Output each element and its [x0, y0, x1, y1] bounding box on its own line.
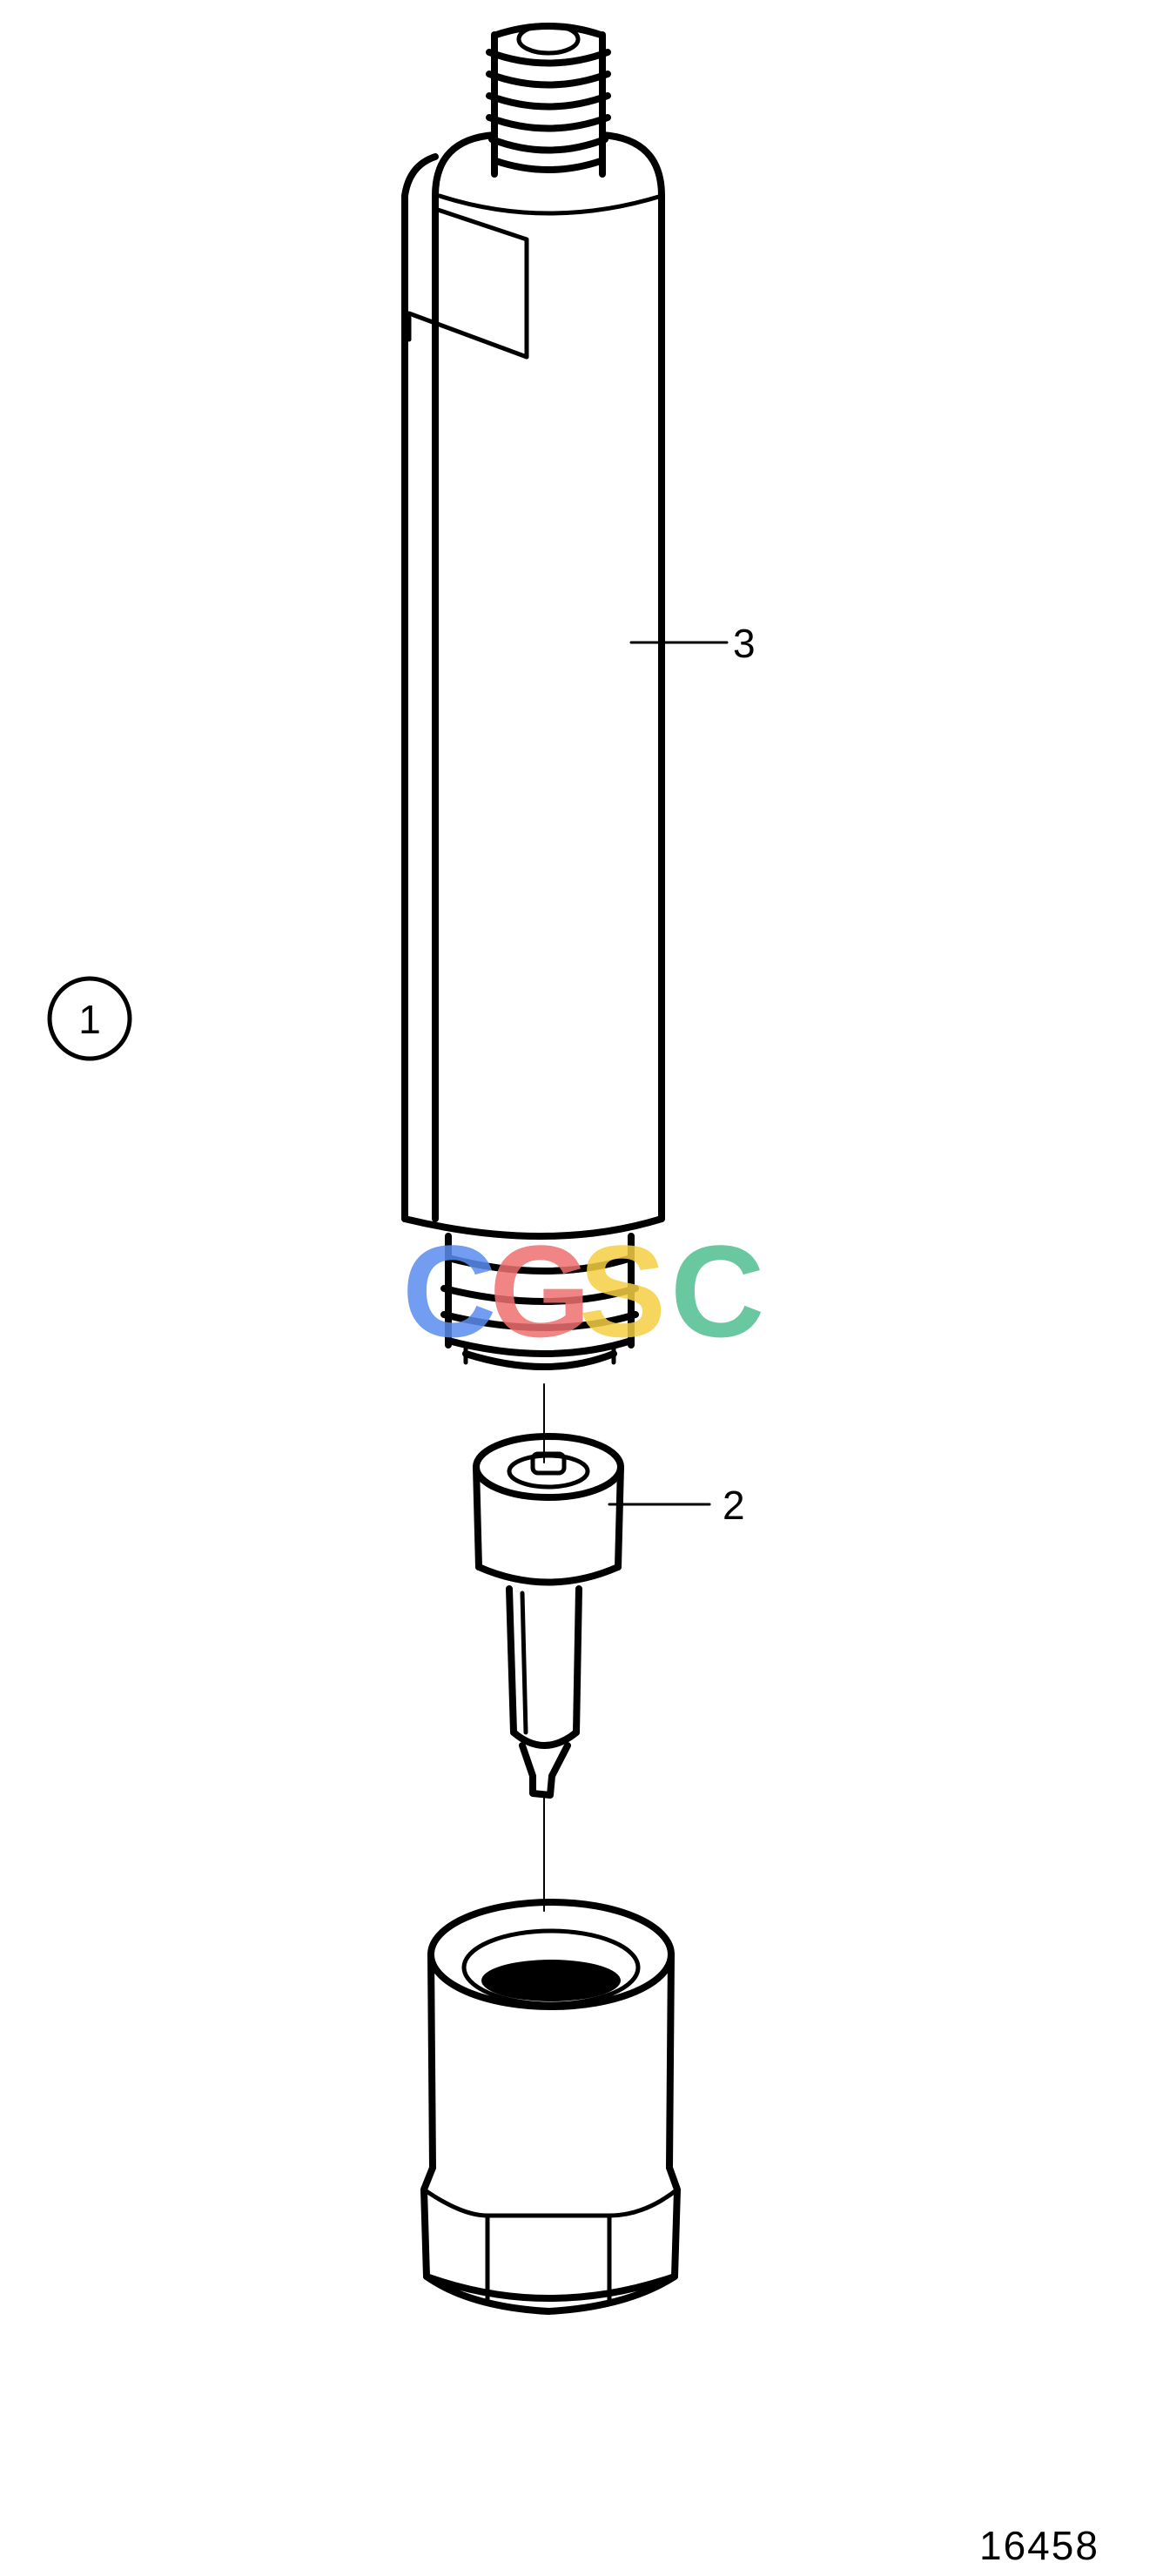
callout-3-label: 3 [733, 621, 756, 666]
watermark-letter: C [670, 1218, 764, 1364]
group-callout: 1 [47, 976, 132, 1061]
nozzle-nut [420, 1899, 681, 2315]
watermark-letter: G [489, 1218, 591, 1364]
catalog-number: 16458 [979, 2523, 1099, 2568]
watermark-letter: S [579, 1218, 666, 1364]
group-callout-label: 1 [78, 997, 101, 1042]
callout-2-label: 2 [723, 1483, 745, 1528]
watermark-letter: C [402, 1218, 496, 1364]
nozzle-holder-body [401, 23, 665, 1370]
callout-2: 2 [608, 1483, 745, 1528]
callout-3: 3 [629, 621, 756, 666]
bottom-thread [440, 1233, 639, 1357]
injector-nozzle [473, 1433, 624, 1799]
top-thread [486, 23, 611, 178]
watermark: C G S C [402, 1218, 764, 1364]
